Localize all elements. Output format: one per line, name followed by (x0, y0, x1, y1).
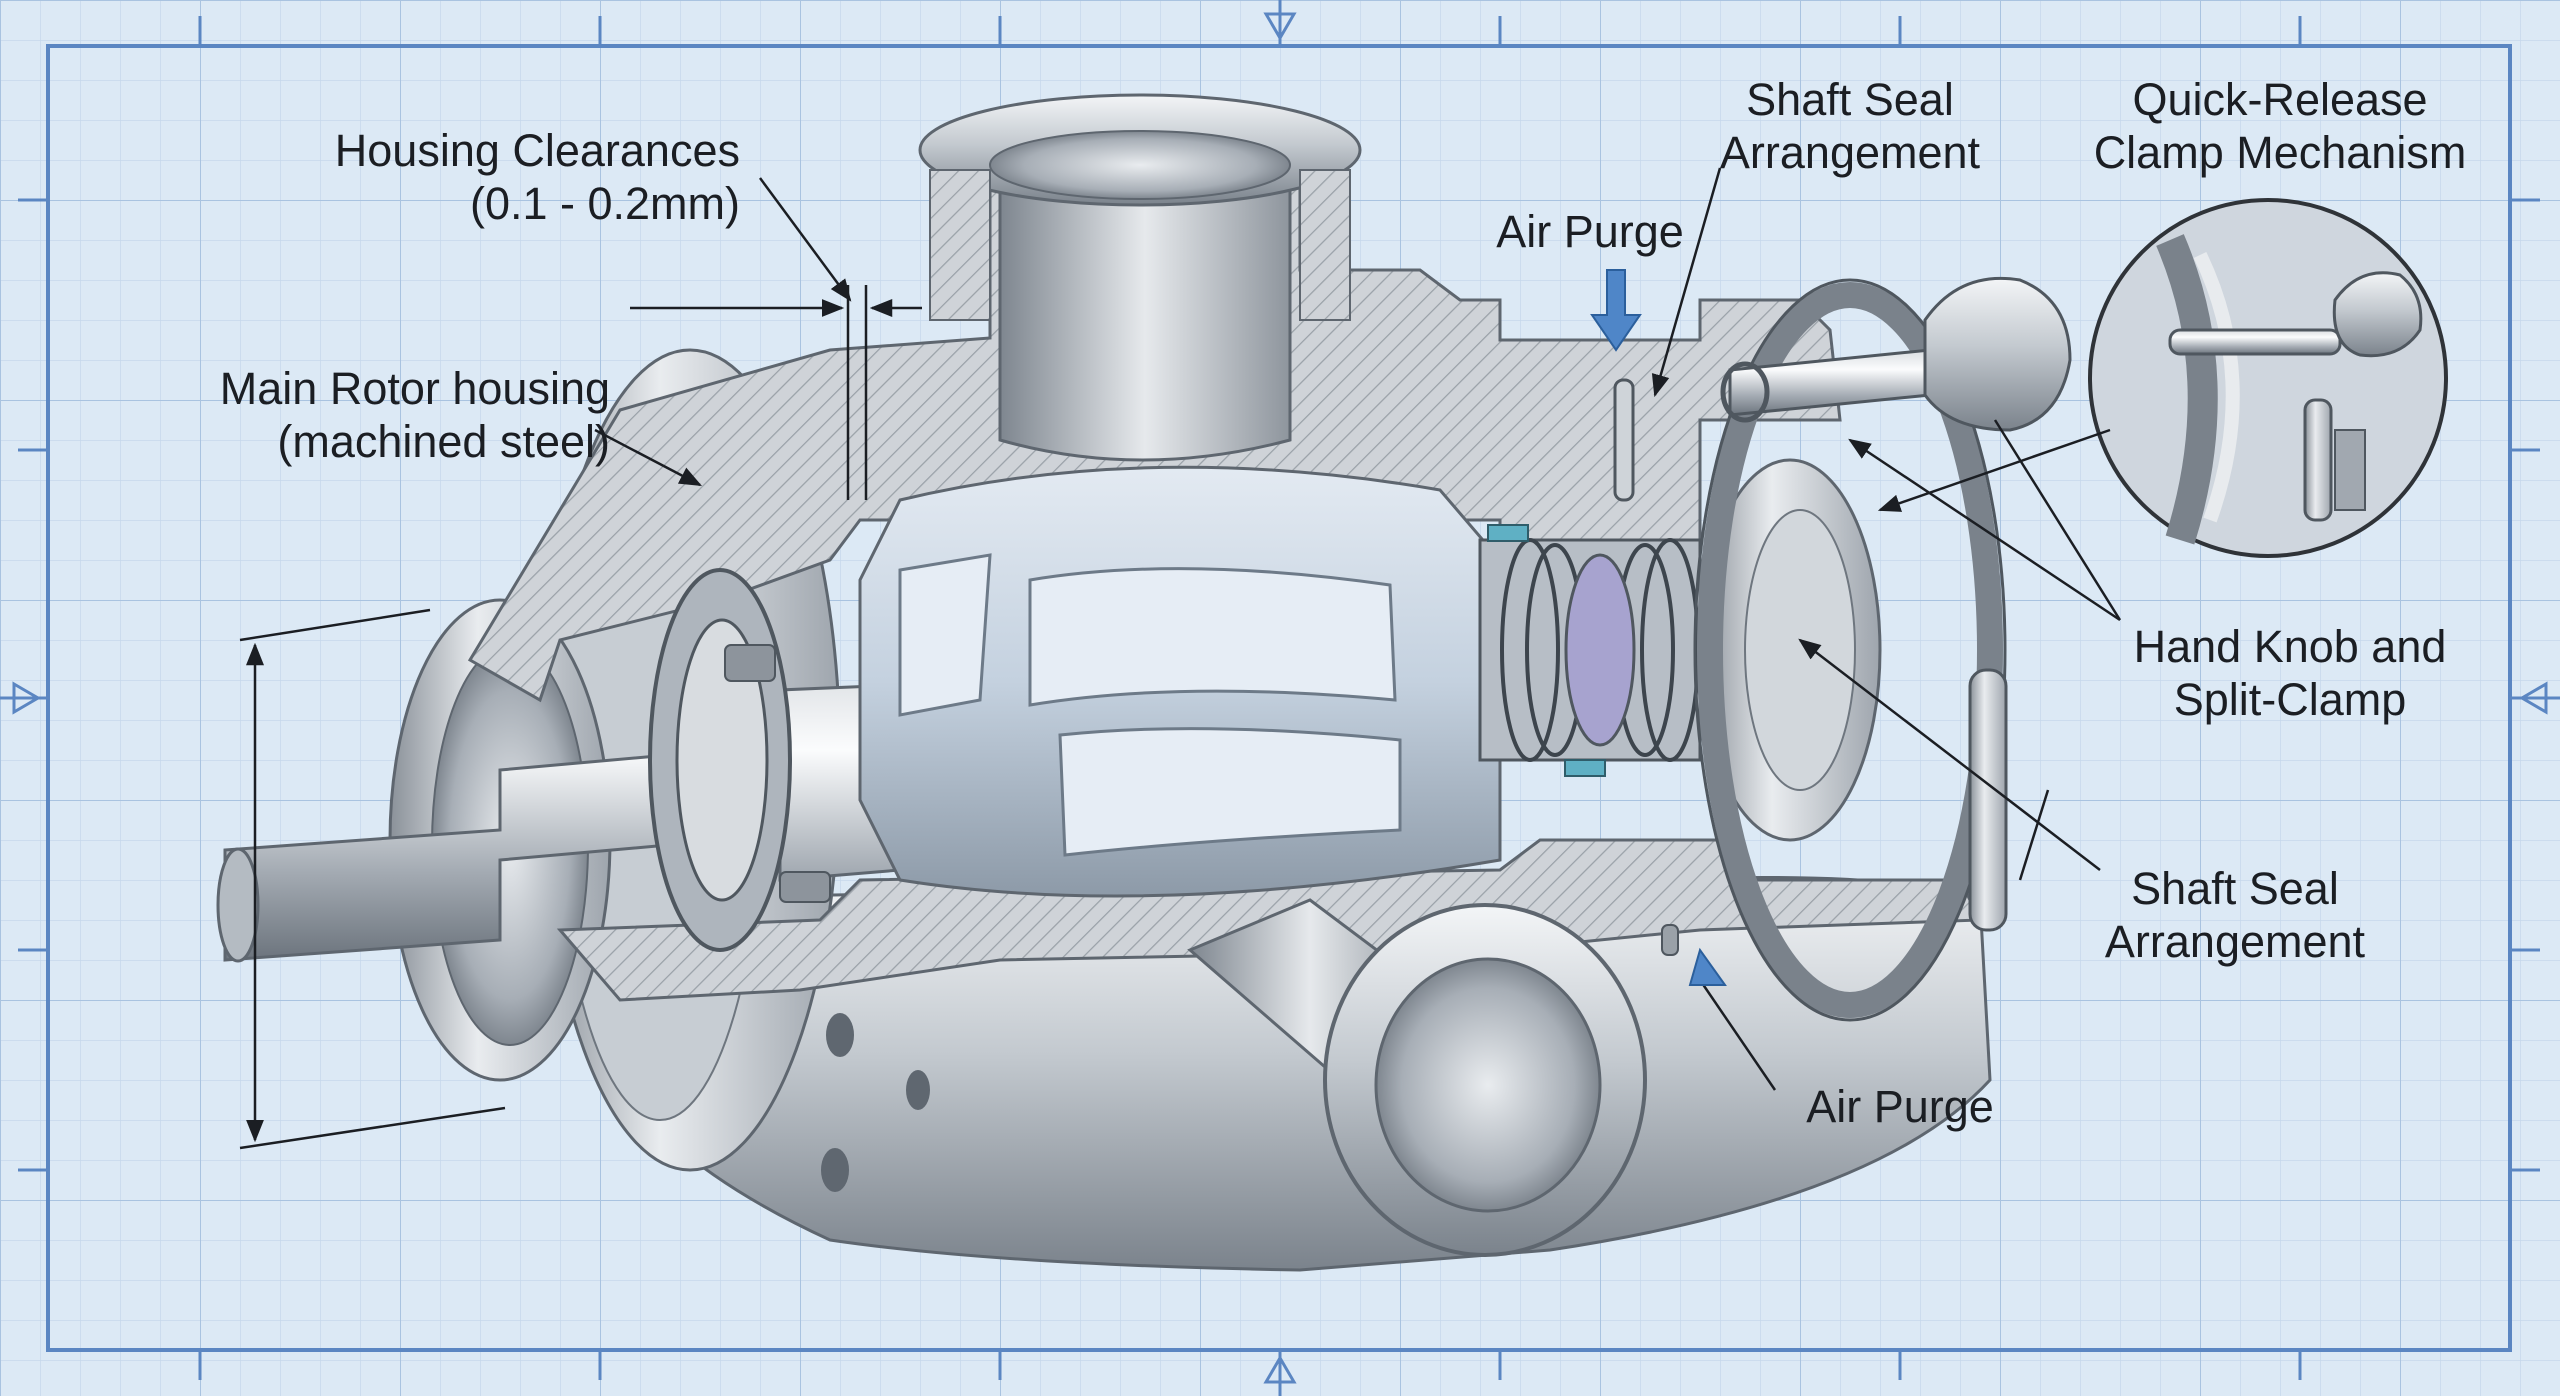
callout-hand-knob-line1: Hand Knob and (2133, 621, 2447, 672)
callout-main-rotor-housing: Main Rotor housing (machined steel) (150, 362, 610, 468)
callout-quick-release: Quick-Release Clamp Mechanism (2080, 73, 2480, 179)
frame-tick-marks (18, 16, 2540, 1380)
callout-air-purge-top-line1: Air Purge (1496, 206, 1684, 257)
air-purge-arrows (1590, 269, 1727, 986)
seal-teal-top (1487, 524, 1529, 542)
clamp-detail-view (2088, 198, 2448, 558)
right-bearing-face (1744, 509, 1856, 791)
rotor-pockets (898, 553, 1402, 857)
hand-knob (1923, 276, 2072, 432)
callout-shaft-seal-top-line1: Shaft Seal (1746, 74, 1954, 125)
callout-air-purge-lower: Air Purge (1780, 1080, 2020, 1133)
clamp-spring (1720, 361, 1770, 423)
split-clamp-pin (1968, 668, 2008, 932)
inlet-bore (989, 130, 1291, 200)
inlet-wall-left (929, 169, 991, 321)
air-purge-pin-top (1613, 378, 1635, 502)
leader-lines (594, 167, 2122, 1091)
right-clamp-ring-edge (1693, 278, 2007, 1022)
bearing-seal-top (724, 644, 776, 682)
inlet-pipe (998, 168, 1292, 462)
callout-housing-clearances-line2: (0.1 - 0.2mm) (469, 178, 740, 229)
pump-assembly (216, 93, 2072, 1272)
seal-face-ring (1564, 553, 1636, 747)
seal-teal-bottom (1564, 759, 1606, 777)
right-clamp-ring (1697, 282, 2003, 1018)
callout-hand-knob: Hand Knob and Split-Clamp (2120, 620, 2460, 726)
callout-housing-clearances-line1: Housing Clearances (334, 125, 740, 176)
bearing-seal-bottom (779, 871, 831, 903)
shaft-end-face (216, 847, 260, 963)
callout-shaft-seal-lower-line1: Shaft Seal (2131, 863, 2339, 914)
callout-shaft-seal-lower-line2: Arrangement (2104, 916, 2366, 967)
callout-main-rotor-housing-line1: Main Rotor housing (219, 363, 610, 414)
dimension-lines (239, 285, 922, 1150)
callout-housing-clearances: Housing Clearances (0.1 - 0.2mm) (300, 124, 740, 230)
callout-air-purge-lower-line1: Air Purge (1806, 1081, 1994, 1132)
callout-air-purge-top: Air Purge (1470, 205, 1710, 258)
callout-hand-knob-line2: Split-Clamp (2173, 674, 2407, 725)
callout-quick-release-line2: Clamp Mechanism (2093, 127, 2467, 178)
callout-main-rotor-housing-line2: (machined steel) (277, 416, 610, 467)
callout-quick-release-line1: Quick-Release (2132, 74, 2428, 125)
outlet-bore (1374, 957, 1602, 1213)
callout-shaft-seal-top: Shaft Seal Arrangement (1690, 73, 2010, 179)
callout-shaft-seal-lower: Shaft Seal Arrangement (2080, 862, 2390, 968)
left-bearing-race (675, 618, 769, 902)
inlet-wall-right (1299, 169, 1351, 321)
callout-shaft-seal-top-line2: Arrangement (1719, 127, 1981, 178)
air-purge-pin-bottom (1661, 924, 1679, 956)
